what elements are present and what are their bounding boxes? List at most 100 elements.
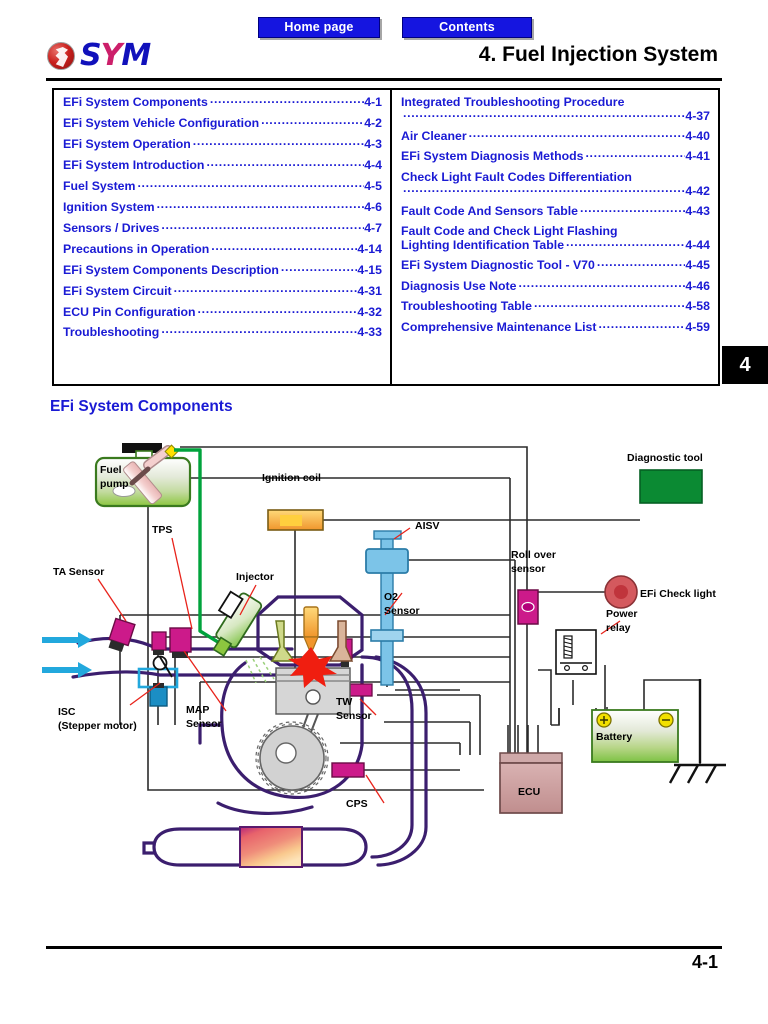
- label-ignition-coil: Ignition coil: [262, 472, 321, 484]
- fuel-line: [174, 448, 227, 649]
- diagram-labels: Fuel pump Ignition coil AISV Diagnostic …: [53, 452, 716, 810]
- sym-emblem-icon: [47, 42, 75, 70]
- label-tw-sensor-line2: Sensor: [336, 710, 372, 722]
- aisv-component: [365, 530, 409, 686]
- label-map-sensor-line1: MAP: [186, 704, 209, 716]
- toc-dot-leader: ········································…: [161, 326, 358, 340]
- toc-dot-leader: ········································…: [137, 179, 364, 193]
- toc-dot-leader: ········································…: [468, 130, 686, 144]
- label-ta-sensor: TA Sensor: [53, 566, 104, 578]
- cps-component: [331, 762, 365, 778]
- toc-entry[interactable]: EFi System Introduction·················…: [63, 158, 382, 173]
- spark-plug: [303, 606, 319, 650]
- toc-entry-page: 4-58: [685, 299, 710, 314]
- toc-entry-page: 4-31: [357, 283, 382, 298]
- power-relay-component: [555, 629, 597, 675]
- logo-letter-m: M: [121, 38, 151, 73]
- label-cps: CPS: [346, 798, 368, 810]
- efi-check-light-component: [604, 575, 638, 609]
- toc-entry[interactable]: Fault Code And Sensors Table············…: [401, 203, 710, 219]
- ignition-coil-component: [267, 509, 324, 531]
- toc-entry[interactable]: Precautions in Operation················…: [63, 241, 382, 257]
- toc-entry-page: 4-44: [685, 238, 710, 253]
- toc-entry-page: 4-14: [357, 241, 382, 256]
- toc-entry[interactable]: Troubleshooting·························…: [63, 326, 382, 340]
- toc-entry[interactable]: Troubleshooting Table···················…: [401, 299, 710, 314]
- toc-entry-page: 4-6: [364, 199, 382, 214]
- toc-dot-leader: ········································…: [209, 96, 364, 109]
- toc-dot-leader: ········································…: [173, 284, 358, 298]
- diagnostic-tool-component: [639, 469, 703, 504]
- tps-component: [151, 631, 167, 655]
- toc-dot-leader: ········································…: [579, 204, 685, 218]
- injector-component: [212, 590, 263, 657]
- spark-burst-icon: [288, 647, 337, 688]
- toc-dot-leader: ········································…: [161, 221, 364, 235]
- air-intake-arrows: [42, 632, 92, 678]
- toc-dot-leader: ········································…: [192, 137, 365, 151]
- toc-entry[interactable]: Integrated Troubleshooting Procedure····…: [401, 95, 710, 124]
- toc-dot-leader: ········································…: [596, 259, 686, 273]
- toc-entry-label: EFi System Vehicle Configuration: [63, 115, 260, 130]
- toc-entry-page: 4-43: [685, 203, 710, 218]
- label-tps: TPS: [152, 524, 172, 536]
- toc-entry-page: 4-1: [364, 95, 382, 109]
- tw-sensor-component: [349, 683, 373, 697]
- label-power-relay-line1: Power: [606, 608, 638, 620]
- label-map-sensor-line2: Sensor: [186, 718, 222, 730]
- toc-entry[interactable]: Fuel System·····························…: [63, 178, 382, 194]
- toc-entry[interactable]: EFi System Diagnostic Tool - V70········…: [401, 259, 710, 273]
- toc-entry-page: 4-40: [685, 129, 710, 144]
- toc-entry[interactable]: Sensors / Drives························…: [63, 220, 382, 236]
- toc-entry[interactable]: Air Cleaner·····························…: [401, 129, 710, 144]
- toc-dot-leader: ········································…: [533, 300, 686, 314]
- toc-dot-leader: ········································…: [598, 320, 686, 334]
- toc-entry[interactable]: Ignition System·························…: [63, 199, 382, 215]
- toc-entry[interactable]: Diagnosis Use Note······················…: [401, 279, 710, 294]
- toc-entry[interactable]: Comprehensive Maintenance List··········…: [401, 320, 710, 335]
- toc-column-right: Integrated Troubleshooting Procedure ····…: [392, 90, 718, 384]
- toc-entry[interactable]: EFi System Vehicle Configuration········…: [63, 115, 382, 131]
- toc-dot-leader: ········································…: [403, 184, 686, 198]
- toc-entry-label: Air Cleaner: [401, 129, 467, 144]
- toc-entry-label-cont: Lighting Identification Table: [401, 238, 565, 253]
- page-number: 4-1: [691, 952, 718, 972]
- toc-column-left: EFi System Components···················…: [54, 90, 392, 384]
- toc-entry-label: Integrated Troubleshooting Procedure: [401, 95, 625, 109]
- page-title: 4. Fuel Injection System: [478, 43, 718, 66]
- toc-entry[interactable]: ECU Pin Configuration···················…: [63, 305, 382, 320]
- fuel-pump-assembly: [94, 443, 192, 508]
- toc-entry-page: 4-41: [685, 149, 710, 164]
- toc-entry[interactable]: EFi System Components Description·······…: [63, 262, 382, 278]
- injector-spray: [245, 656, 275, 684]
- label-isc-line1: ISC: [58, 706, 76, 718]
- logo-letter-y: Y: [100, 38, 123, 73]
- toc-entry-label: EFi System Diagnostic Tool - V70: [401, 258, 595, 273]
- table-of-contents: EFi System Components···················…: [52, 88, 720, 386]
- label-o2-sensor-line1: O2: [384, 591, 398, 603]
- home-page-button[interactable]: Home page: [258, 17, 380, 38]
- toc-entry-label: EFi System Circuit: [63, 283, 172, 298]
- toc-entry-label: Precautions in Operation: [63, 241, 210, 256]
- toc-entry-page: 4-42: [685, 183, 710, 198]
- toc-entry-label: EFi System Components Description: [63, 262, 279, 277]
- contents-button[interactable]: Contents: [402, 17, 532, 38]
- label-efi-check-light: EFi Check light: [640, 588, 716, 600]
- toc-entry-page: 4-7: [364, 220, 382, 235]
- toc-dot-leader: ········································…: [566, 239, 685, 253]
- toc-entry-label: Ignition System: [63, 199, 155, 214]
- toc-dot-leader: ········································…: [585, 150, 685, 164]
- toc-entry-page: 4-5: [364, 178, 382, 193]
- toc-entry[interactable]: EFi System Components···················…: [63, 95, 382, 110]
- sym-wordmark: SYM: [80, 38, 151, 73]
- toc-entry[interactable]: EFi System Operation····················…: [63, 137, 382, 152]
- toc-entry[interactable]: EFi System Diagnosis Methods············…: [401, 150, 710, 164]
- toc-entry-page: 4-2: [364, 115, 382, 130]
- piston-crank-assembly: [255, 667, 351, 795]
- toc-entry[interactable]: Check Light Fault Codes Differentiation·…: [401, 170, 710, 199]
- roll-over-sensor-component: [517, 589, 539, 625]
- chapter-tab-marker: 4: [722, 346, 768, 384]
- toc-entry[interactable]: EFi System Circuit······················…: [63, 283, 382, 299]
- label-fuel-pump-line1: Fuel: [100, 464, 122, 476]
